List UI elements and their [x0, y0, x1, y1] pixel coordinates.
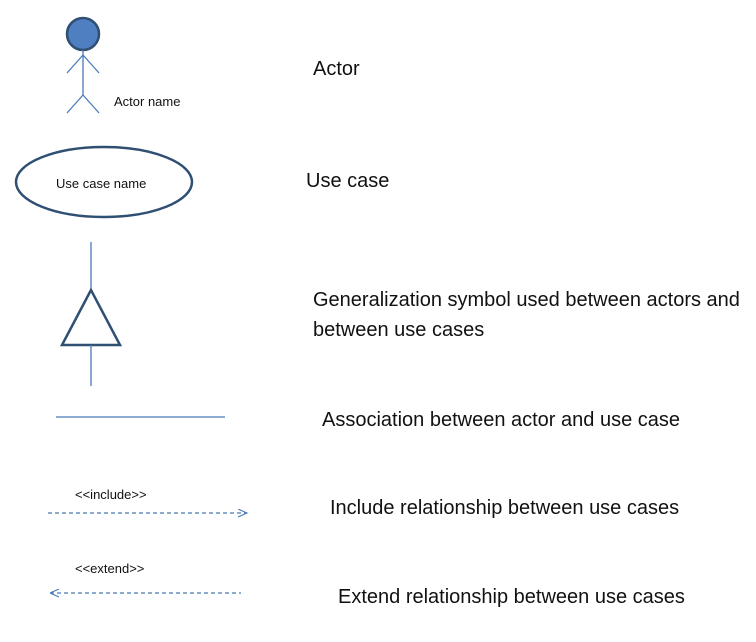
- extend-stereotype-label: <<extend>>: [75, 561, 145, 576]
- generalization-description: Generalization symbol used between actor…: [313, 289, 740, 341]
- include-description: Include relationship between use cases: [330, 497, 680, 519]
- use-case-ellipse: [14, 145, 194, 219]
- extend-description: Extend relationship between use cases: [338, 586, 685, 608]
- generalization-triangle: [59, 287, 123, 347]
- association-description: Association between actor and use case: [322, 409, 680, 431]
- actor-right-leg: [82, 94, 100, 114]
- actor-description: Actor: [313, 58, 360, 80]
- include-stereotype-label: <<include>>: [75, 487, 147, 502]
- use-case-description: Use case: [306, 170, 390, 192]
- actor-head: [65, 16, 101, 52]
- actor-left-arm: [66, 54, 84, 74]
- use-case-name-label: Use case name: [56, 176, 147, 191]
- actor-right-arm: [82, 54, 100, 74]
- actor-left-leg: [66, 94, 84, 114]
- actor-symbol: [65, 16, 101, 114]
- generalization-symbol: [59, 242, 123, 386]
- actor-name-label: Actor name: [114, 94, 181, 109]
